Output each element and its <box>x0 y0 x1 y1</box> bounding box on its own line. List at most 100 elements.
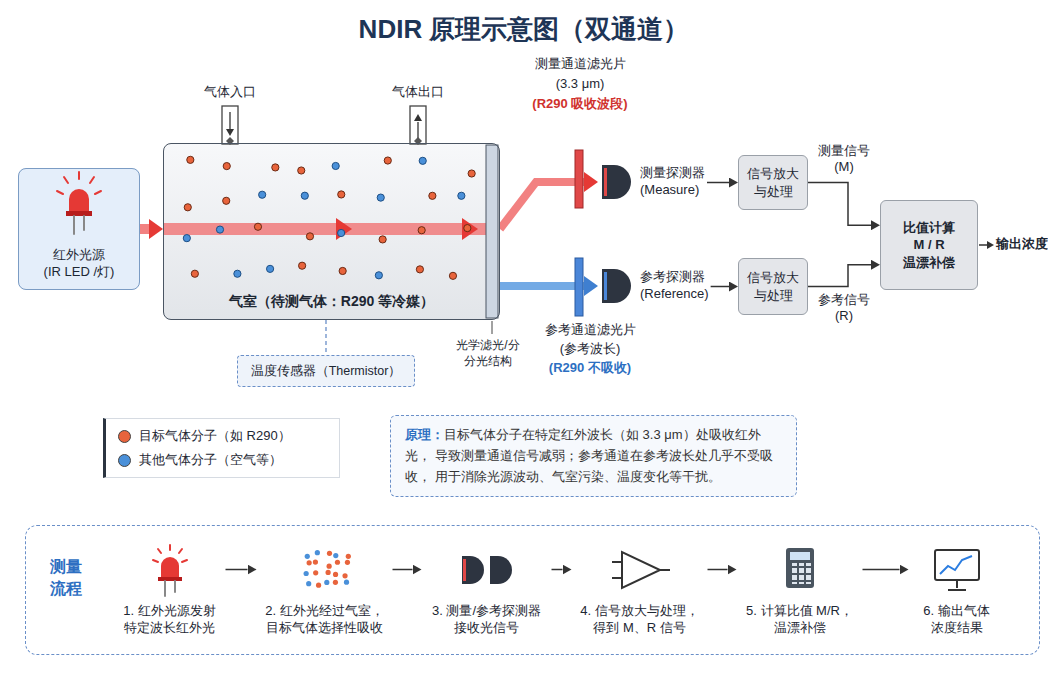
flow-icon-amplifier <box>612 577 622 579</box>
detector-icon <box>604 272 607 300</box>
node-text: 参考探测器 <box>640 269 705 286</box>
gas-molecules <box>234 270 241 277</box>
output-arrow <box>987 241 994 249</box>
legend-item: 其他气体分子（空气等） <box>118 448 327 472</box>
gas-molecules <box>183 235 190 242</box>
node-text: 测量探测器 <box>640 165 705 182</box>
leader-line <box>492 321 493 334</box>
connector-arrow <box>325 320 326 355</box>
flow-icon-detectors <box>462 556 512 584</box>
note-box: 原理：目标气体分子在特定红外波长（如 3.3 μm）处吸收红外光， 导致测量通道… <box>390 415 797 497</box>
gas-outlet <box>410 106 426 145</box>
flow-icon-molecules <box>324 580 329 585</box>
filter-measure <box>575 150 583 208</box>
gas-molecules <box>187 156 194 163</box>
flow-icon-led <box>153 560 158 562</box>
flow-icon-monitor <box>935 550 979 580</box>
gas-molecules <box>184 204 191 211</box>
sensor-box: 温度传感器（Thermistor） <box>237 355 415 387</box>
diagram-title: NDIR 原理示意图（双通道） <box>0 12 1048 47</box>
gas-molecules <box>301 192 308 199</box>
connector-arrow <box>808 183 871 226</box>
connector-arrow <box>711 286 729 288</box>
node-text: 5. 计算比值 M/R， 温漂补偿 <box>741 602 859 637</box>
gas-molecules <box>418 227 425 234</box>
legend-swatch <box>118 430 131 443</box>
part-label: 参考通道滤光片 <box>545 322 636 339</box>
flow-icon-calculator <box>786 548 814 588</box>
flow-icon-molecules <box>316 583 321 588</box>
flow-icon-molecules <box>327 564 332 569</box>
detector-icon <box>604 168 607 196</box>
light-beam <box>500 182 584 229</box>
process-box: 比值计算 M / R 温漂补偿 <box>880 200 978 290</box>
gas-molecules <box>429 192 436 199</box>
flow-icon-amplifier <box>612 552 670 588</box>
legend-item: 目标气体分子（如 R290） <box>118 424 327 448</box>
process-step: 5. 计算比值 M/R， 温漂补偿 <box>741 540 859 644</box>
process-box: 信号放大 与处理 <box>738 155 808 210</box>
gas-molecules <box>216 226 223 233</box>
flow-icon-amplifier <box>660 569 670 571</box>
led-icon <box>78 172 80 179</box>
led-icon <box>57 172 101 234</box>
process-step: 4. 信号放大与处理， 得到 M、R 信号 <box>576 540 704 644</box>
output-arrow <box>979 244 988 246</box>
light-source-box: 红外光源(IR LED /灯) <box>18 168 140 290</box>
flow-icon-monitor <box>948 589 966 591</box>
signal-label: 参考信号 (R) <box>814 292 874 326</box>
gas-molecules <box>254 223 261 230</box>
flow-icon-led <box>179 549 182 553</box>
flow-icon-amplifier <box>612 561 622 563</box>
part-label: 光学滤光/分 分光结构 <box>448 338 528 369</box>
filter-reference <box>575 258 583 316</box>
gas-molecules <box>458 192 465 199</box>
gas-molecules <box>338 191 345 198</box>
output-arrow <box>979 241 994 249</box>
gas-molecules <box>464 225 471 232</box>
part-label: 测量通道滤光片 <box>535 56 626 73</box>
process-box: 信号放大 与处理 <box>738 258 808 315</box>
flow-icon-led <box>158 549 161 553</box>
ir-beam <box>163 218 486 240</box>
flow-icon-molecules <box>335 560 340 565</box>
flow-icon-led <box>169 545 171 550</box>
ir-beam <box>163 223 486 235</box>
legend-text: 其他气体分子（空气等） <box>139 448 282 472</box>
flow-icon-molecules <box>313 560 318 565</box>
led-icon <box>69 189 89 212</box>
connector-arrow <box>707 182 729 184</box>
flow-icon-molecules <box>313 570 318 575</box>
detector-icon <box>602 165 631 199</box>
node-text: 比值计算 M / R 温漂补偿 <box>899 219 959 272</box>
flow-icon-calculator <box>786 548 814 588</box>
led-icon <box>74 216 84 234</box>
process-step: 2. 红外光经过气室， 目标气体选择性吸收 <box>261 540 389 644</box>
flow-icon-led <box>161 557 179 578</box>
led-icon <box>83 216 85 230</box>
flow-icon-molecules <box>333 580 338 585</box>
part-label: (参考波长) <box>560 341 621 358</box>
gas-molecules <box>191 270 198 277</box>
flow-icon-molecules <box>327 551 332 556</box>
node-text: 4. 信号放大与处理， 得到 M、R 信号 <box>576 602 704 637</box>
gas-chamber: 气室（待测气体：R290 等冷媒） <box>163 143 500 320</box>
gas-molecules <box>377 194 384 201</box>
gas-inlet <box>222 106 238 144</box>
process-step: 1. 红外光源发射 特定波长红外光 <box>118 540 222 644</box>
flow-icon-molecules <box>306 581 311 586</box>
optical-window <box>486 145 498 318</box>
gas-molecules <box>384 157 391 164</box>
optical-window <box>486 145 498 318</box>
part-label: (R290 不吸收) <box>549 360 631 377</box>
gas-molecules <box>223 163 230 170</box>
node-text: 1. 红外光源发射 特定波长红外光 <box>118 602 222 637</box>
legend: 目标气体分子（如 R290）其他气体分子（空气等） <box>103 418 340 478</box>
flow-icon-detectors <box>462 556 484 584</box>
flow-icon-molecules <box>345 560 350 565</box>
led-icon <box>64 177 68 183</box>
gas-molecules <box>259 191 266 198</box>
node-text: 2. 红外光经过气室， 目标气体选择性吸收 <box>261 602 389 637</box>
